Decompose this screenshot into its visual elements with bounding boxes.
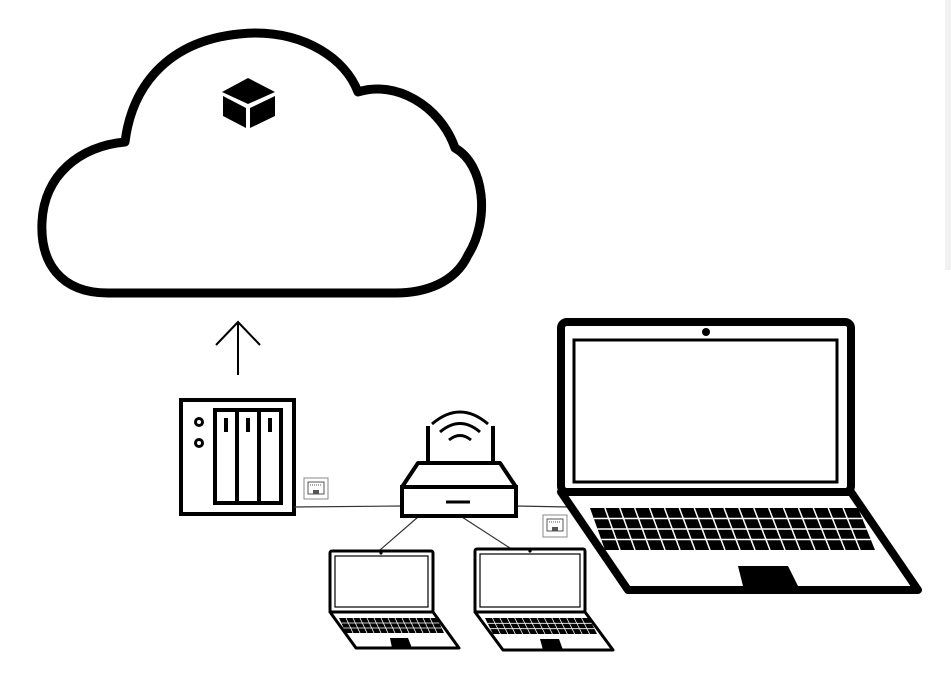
cube-icon bbox=[222, 78, 275, 128]
nas-storage-icon bbox=[179, 398, 296, 516]
ethernet-port-icon bbox=[303, 477, 329, 500]
laptop-icon bbox=[473, 547, 615, 652]
upload-arrow bbox=[215, 320, 261, 375]
ethernet-port-icon bbox=[542, 514, 568, 538]
connection-lines bbox=[293, 505, 571, 551]
laptop-icon bbox=[328, 549, 461, 650]
edge-strip bbox=[945, 0, 951, 270]
cloud-icon bbox=[37, 28, 487, 298]
wifi-router-icon bbox=[400, 410, 518, 518]
laptop-icon bbox=[557, 318, 922, 594]
